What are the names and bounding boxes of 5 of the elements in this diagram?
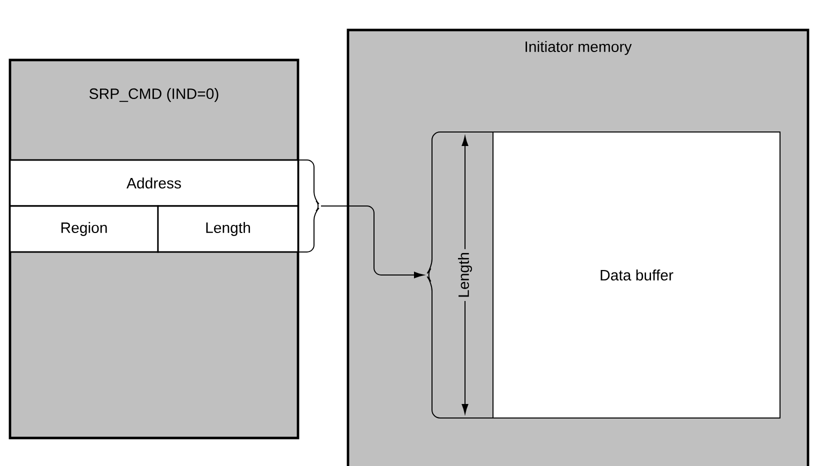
buffer-box: Data buffer — [492, 132, 781, 418]
dimension-label: Length — [455, 249, 475, 301]
table-cell: Length — [157, 205, 299, 253]
arrow — [298, 160, 424, 278]
table-cell: Region — [9, 205, 159, 253]
